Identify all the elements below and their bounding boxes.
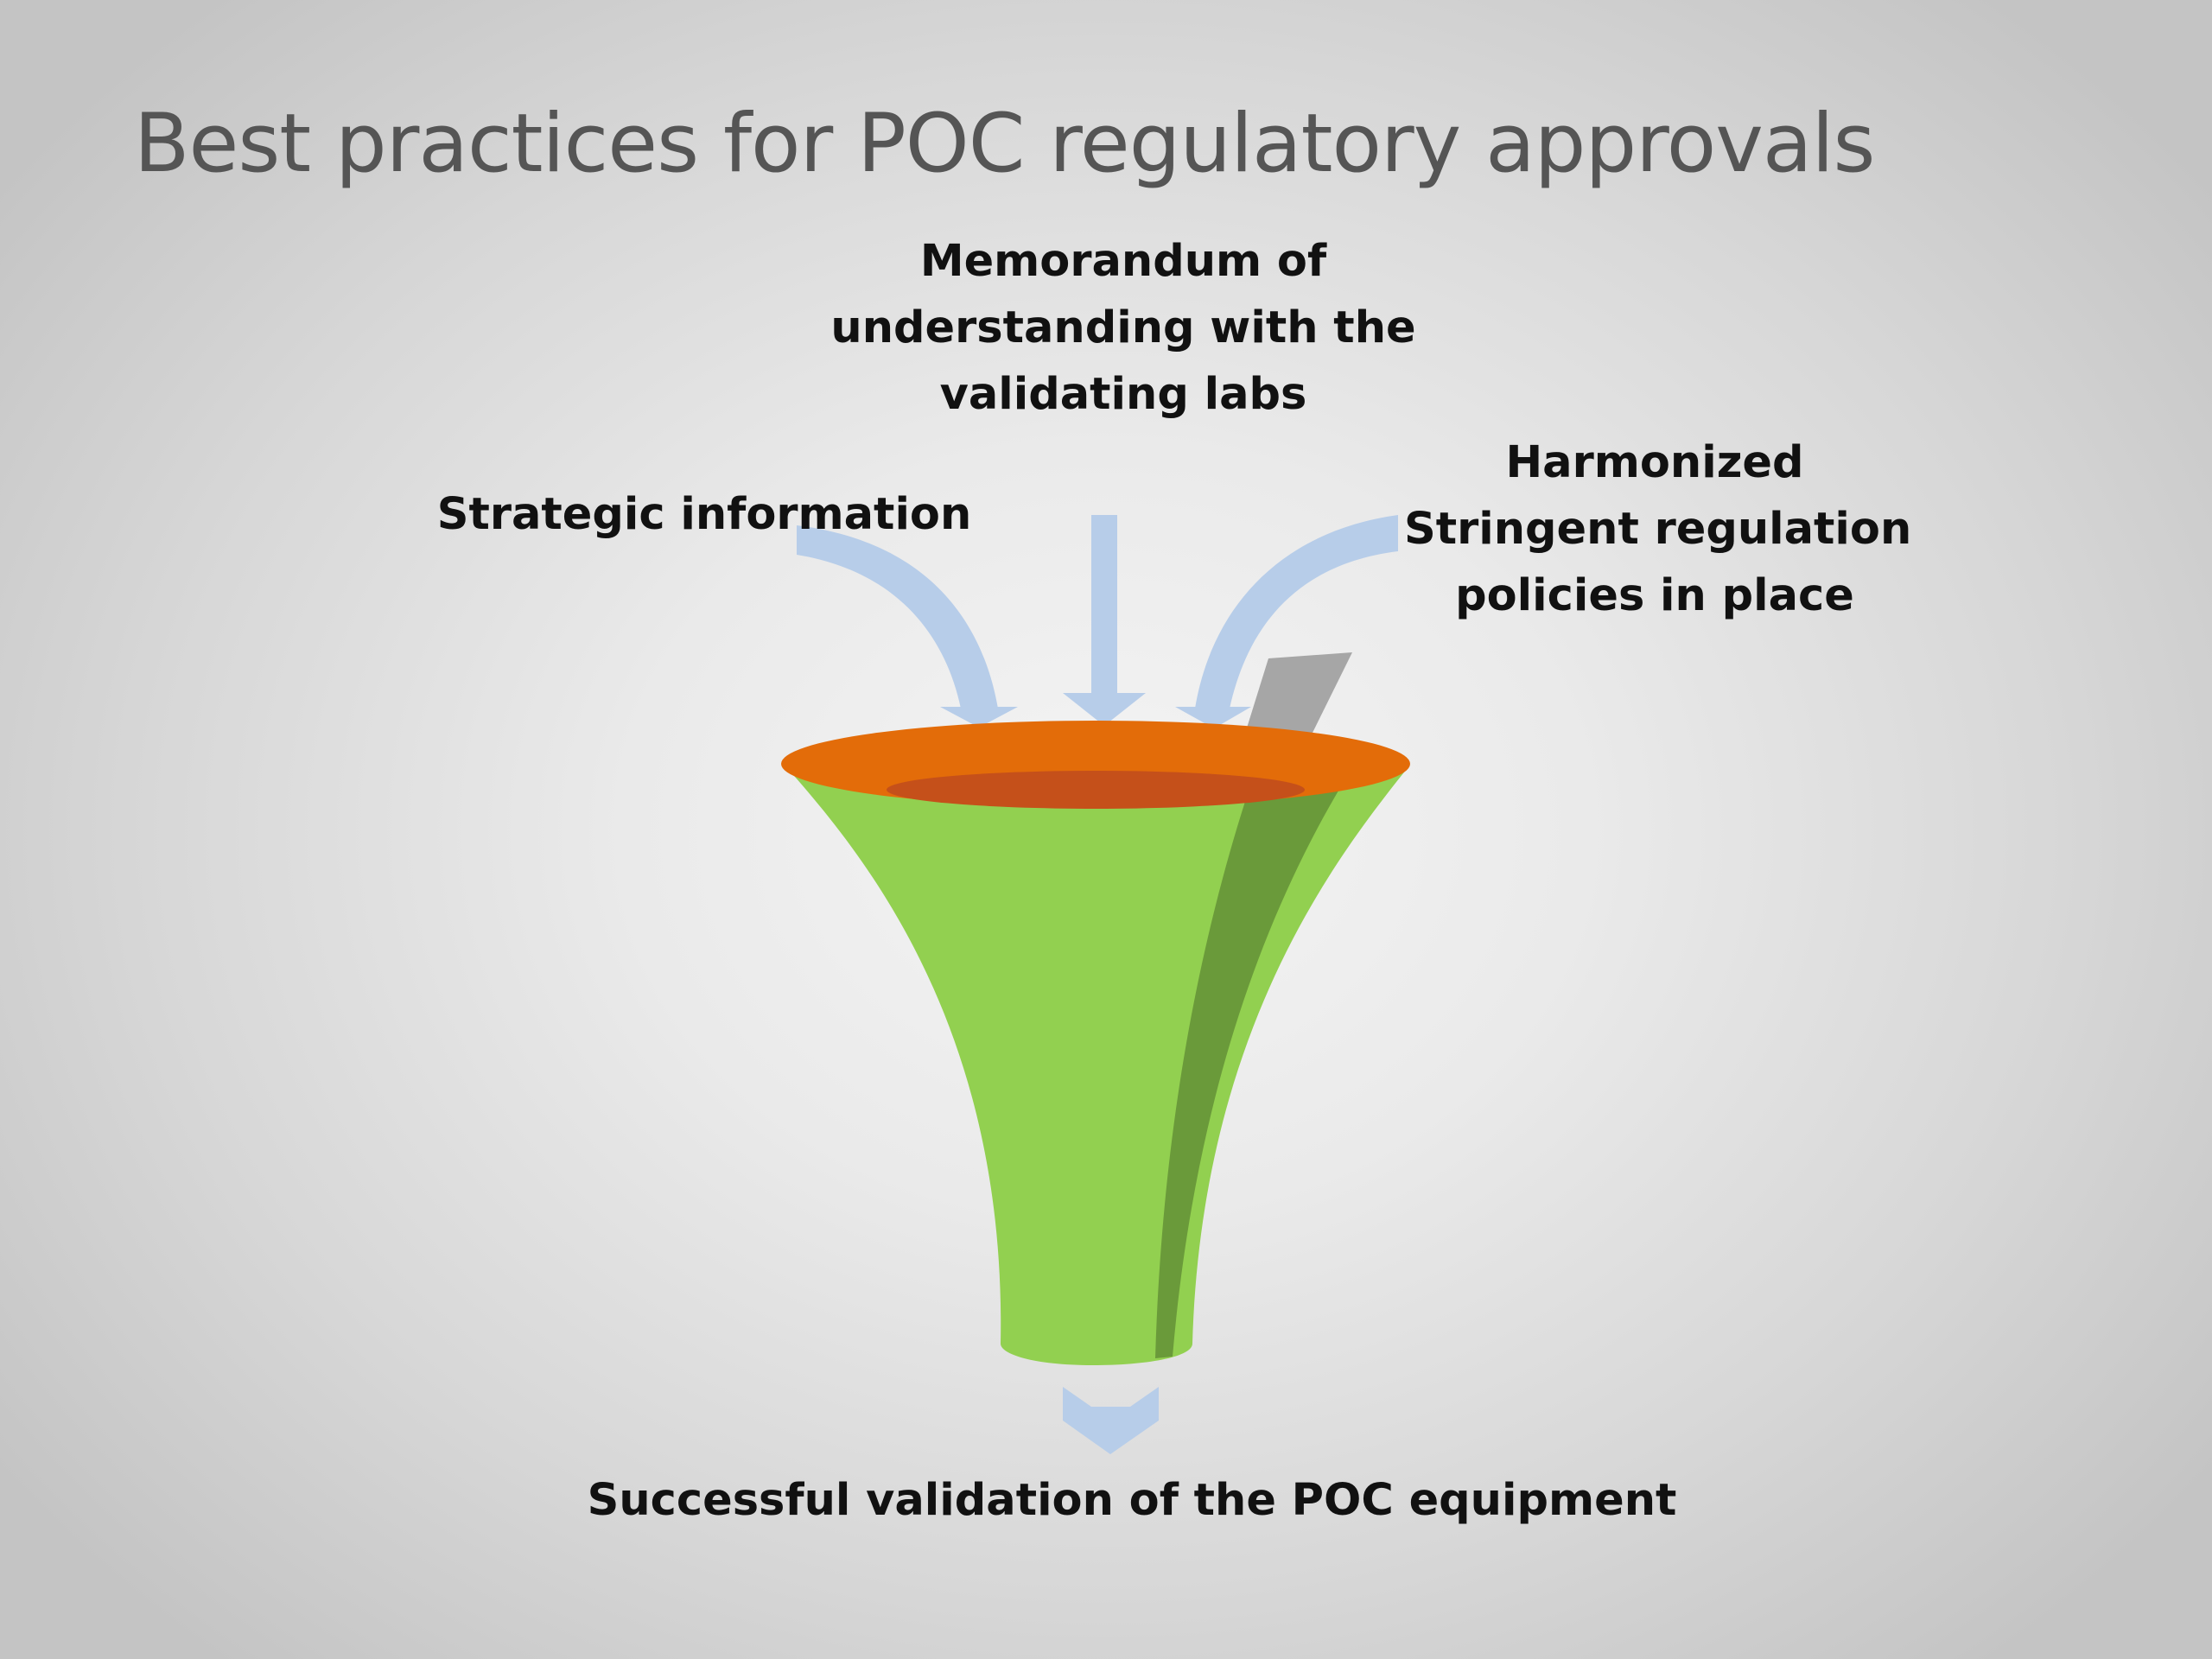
harmonized-line-2: Stringent regulation	[1404, 504, 1912, 555]
funnel-tab	[1244, 652, 1352, 736]
slide-title: Best practices for POC regulatory approv…	[134, 97, 1876, 191]
funnel-shade	[1155, 778, 1344, 1358]
input-label-harmonized: Harmonized Stringent regulation policies…	[1404, 429, 1912, 629]
funnel-body	[788, 769, 1407, 1365]
memorandum-line-2: understanding with the	[830, 302, 1416, 353]
arrow-strategic	[797, 525, 1018, 728]
funnel-opening	[887, 771, 1305, 809]
arrow-harmonized	[1175, 515, 1398, 728]
strategic-line-1: Strategic information	[436, 489, 972, 540]
input-label-memorandum: Memorandum of understanding with the val…	[812, 228, 1434, 428]
output-chevron	[1063, 1387, 1159, 1454]
harmonized-line-1: Harmonized	[1505, 437, 1804, 488]
output-label: Successful validation of the POC equipme…	[553, 1467, 1711, 1534]
memorandum-line-1: Memorandum of	[919, 236, 1327, 287]
harmonized-line-3: policies in place	[1455, 570, 1854, 621]
output-line-1: Successful validation of the POC equipme…	[587, 1475, 1677, 1526]
arrow-memorandum	[1063, 515, 1146, 726]
input-label-strategic: Strategic information	[436, 481, 972, 548]
memorandum-line-3: validating labs	[939, 369, 1307, 420]
